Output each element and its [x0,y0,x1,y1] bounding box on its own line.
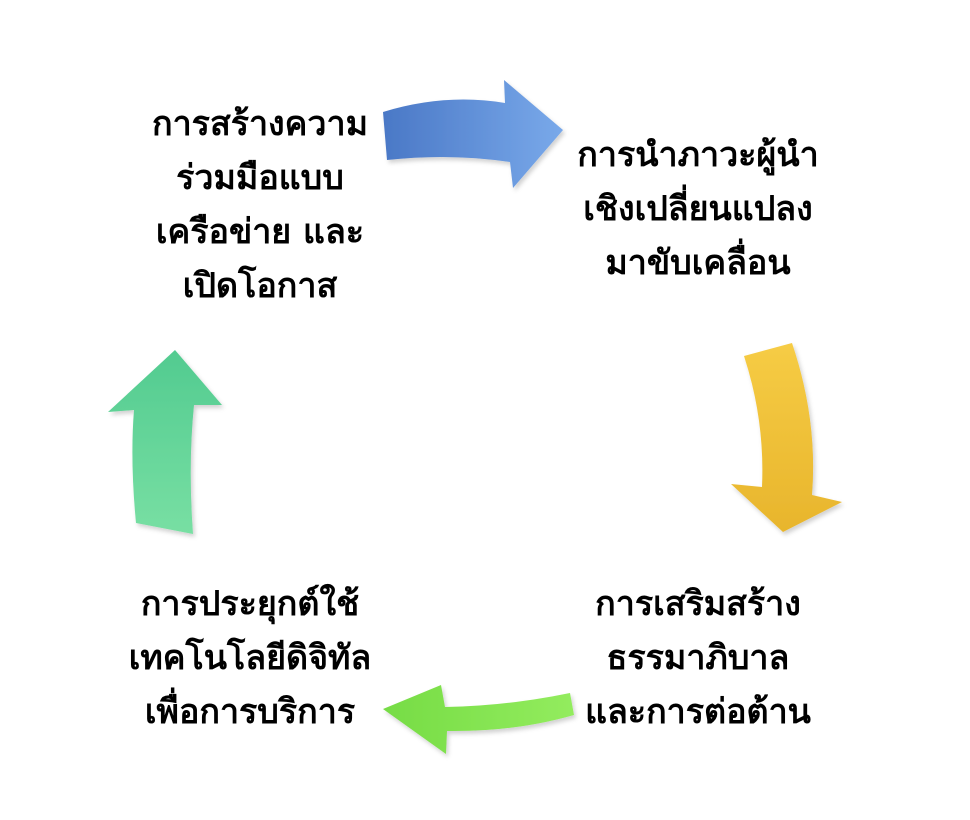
node-governance: การเสริมสร้าง ธรรมาภิบาล และการต่อต้าน [548,577,848,739]
arrow-bottom [383,685,574,754]
node-line: เครือข่าย และ [155,212,365,252]
node-digital-technology: การประยุกต์ใช้ เทคโนโลยีดิจิทัล เพื่อการ… [100,577,400,739]
node-leadership: การนำภาวะผู้นำ เชิงเปลี่ยนแปลง มาขับเคลื… [548,128,848,290]
node-line: เพื่อการบริการ [144,692,356,732]
arrow-top [383,80,563,188]
node-line: มาขับเคลื่อน [605,243,791,283]
node-line: เปิดโอกาส [182,266,338,306]
node-line: การเสริมสร้าง [595,584,801,624]
node-line: การนำภาวะผู้นำ [577,135,819,175]
node-line: ธรรมาภิบาล [606,638,790,678]
node-line: การประยุกต์ใช้ [140,584,360,624]
node-line: เทคโนโลยีดิจิทัล [128,638,372,678]
node-line: และการต่อต้าน [585,692,811,732]
node-line: เชิงเปลี่ยนแปลง [583,189,813,229]
node-line: การสร้างความ [152,104,368,144]
arrow-right [731,343,842,532]
node-line: ร่วมมือแบบ [176,158,344,198]
node-collaboration: การสร้างความ ร่วมมือแบบ เครือข่าย และ เป… [110,97,410,313]
arrow-left [108,350,222,534]
